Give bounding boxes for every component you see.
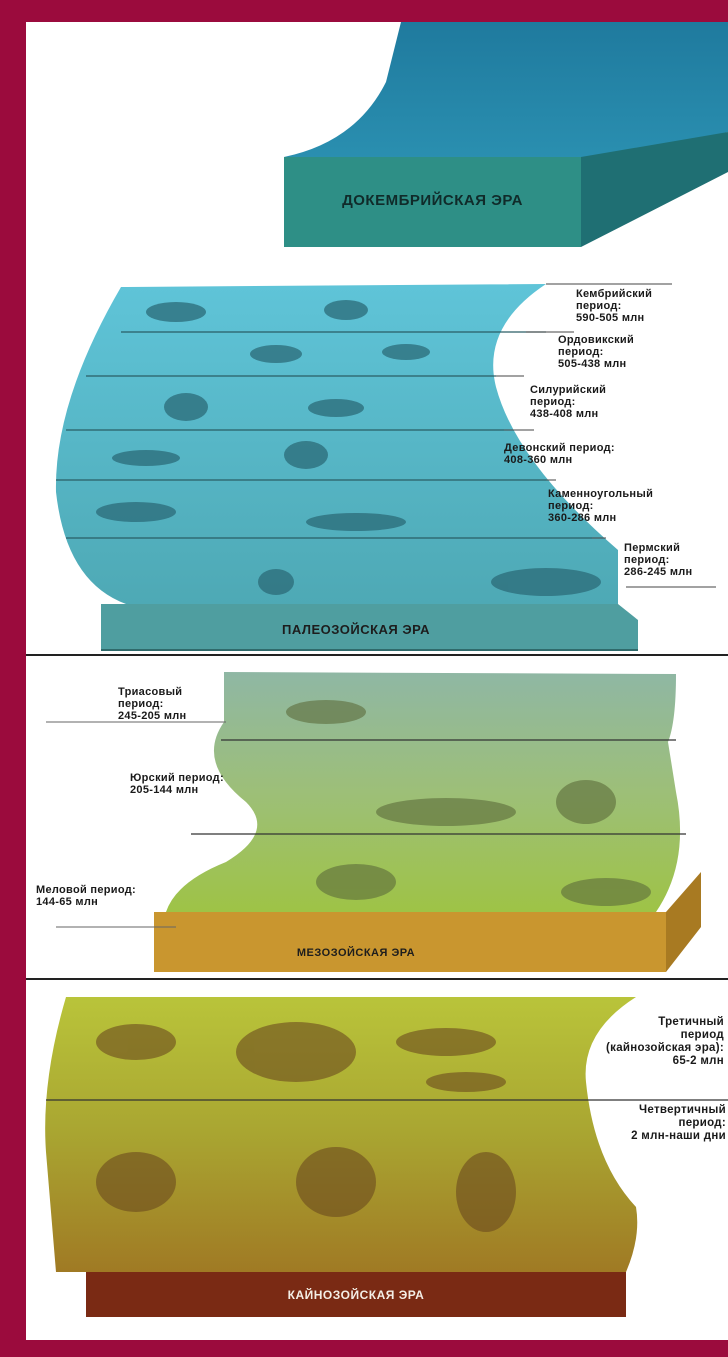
poster-sheet: ДОКЕМБРИЙСКАЯ ЭРА ПАЛЕОЗОЙСКАЯ ЭРА МЕЗОЗ… [26, 22, 728, 1340]
period-label-ordovician: Ордовикский период: 505-438 млн [558, 334, 634, 370]
period-label-silurian: Силурийский период: 438-408 млн [530, 384, 606, 420]
period-label-triassic: Триасовый период: 245-205 млн [118, 686, 187, 722]
paleozoic-era-label: ПАЛЕОЗОЙСКАЯ ЭРА [206, 622, 506, 637]
mesozoic-era-label: МЕЗОЗОЙСКАЯ ЭРА [206, 947, 506, 959]
mesozoic-block [154, 672, 701, 972]
period-label-quaternary: Четвертичный период: 2 млн-наши дни [586, 1104, 726, 1143]
paleozoic-block [56, 284, 638, 650]
period-label-permian: Пермский период: 286-245 млн [624, 542, 693, 578]
precambrian-block [284, 22, 728, 247]
era-divider-1 [26, 654, 728, 656]
period-label-jurassic: Юрский период: 205-144 млн [130, 772, 224, 796]
period-label-cretaceous: Меловой период: 144-65 млн [36, 884, 136, 908]
precambrian-era-label: ДОКЕМБРИЙСКАЯ ЭРА [284, 192, 581, 209]
period-label-carboniferous: Каменноугольный период: 360-286 млн [548, 488, 653, 524]
cenozoic-era-label: КАЙНОЗОЙСКАЯ ЭРА [206, 1288, 506, 1302]
period-label-cambrian: Кембрийский период: 590-505 млн [576, 288, 652, 324]
period-label-tertiary: Третичный период (кайнозойская эра): 65-… [556, 1016, 724, 1068]
era-divider-2 [26, 978, 728, 980]
period-label-devonian: Девонский период: 408-360 млн [504, 442, 615, 466]
